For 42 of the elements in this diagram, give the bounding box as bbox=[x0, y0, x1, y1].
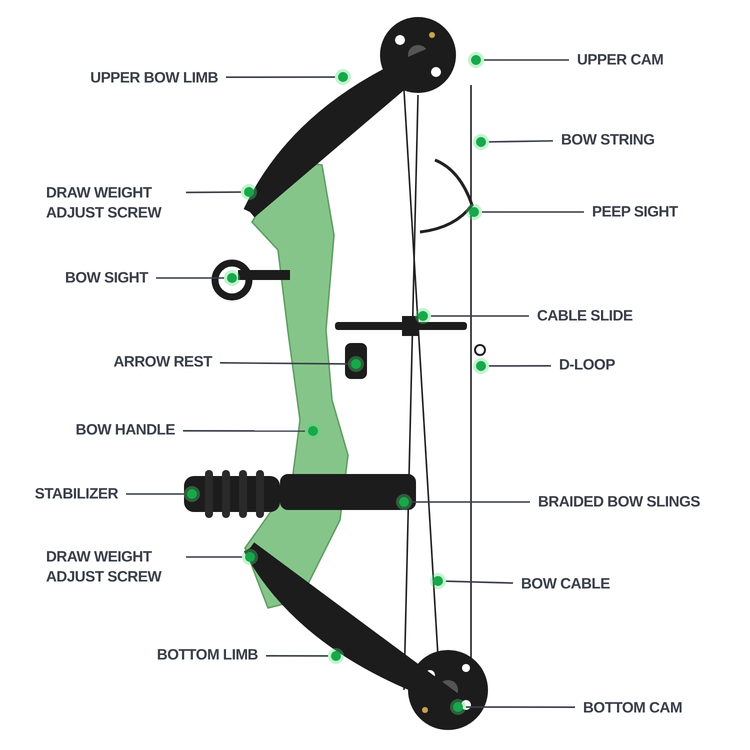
leader-line bbox=[186, 191, 241, 194]
marker-dot bbox=[331, 651, 341, 661]
part-label: BOW HANDLE bbox=[76, 420, 175, 440]
part-label: BRAIDED BOW SLINGS bbox=[538, 492, 700, 512]
leader-line bbox=[126, 493, 184, 495]
part-label: DRAW WEIGHT ADJUST SCREW bbox=[46, 184, 178, 222]
leader-line bbox=[431, 315, 529, 317]
part-label: UPPER CAM bbox=[577, 50, 664, 70]
part-label: BOW SIGHT bbox=[64, 268, 148, 288]
leader-line bbox=[226, 76, 335, 78]
leader-line bbox=[186, 556, 242, 558]
marker-dot bbox=[471, 55, 481, 65]
leader-line bbox=[489, 364, 551, 367]
part-label: BOW STRING bbox=[561, 130, 654, 150]
leader-line bbox=[266, 654, 328, 657]
part-label: PEEP SIGHT bbox=[592, 202, 678, 222]
part-label: DRAW WEIGHT ADJUST SCREW bbox=[46, 548, 178, 586]
part-label: BOTTOM CAM bbox=[583, 698, 682, 718]
part-label: UPPER BOW LIMB bbox=[90, 68, 218, 88]
part-label: BOW CABLE bbox=[521, 574, 610, 594]
leader-line bbox=[220, 362, 348, 365]
leader-line bbox=[482, 211, 584, 213]
part-label: CABLE SLIDE bbox=[537, 306, 633, 326]
marker-dot bbox=[476, 361, 486, 371]
leader-line bbox=[183, 430, 305, 432]
leader-line bbox=[446, 580, 514, 584]
marker-dot bbox=[244, 187, 254, 197]
marker-dot bbox=[227, 273, 237, 283]
part-label: STABILIZER bbox=[34, 484, 118, 504]
leader-line bbox=[484, 59, 569, 61]
leader-line bbox=[488, 140, 554, 143]
leader-line bbox=[412, 501, 530, 503]
part-label: BOTTOM LIMB bbox=[156, 645, 258, 665]
part-label: ARROW REST bbox=[114, 352, 212, 372]
leader-line bbox=[466, 706, 575, 708]
part-label: D-LOOP bbox=[559, 355, 615, 375]
leader-line bbox=[156, 277, 224, 279]
marker-dot bbox=[418, 311, 428, 321]
marker-dot bbox=[433, 576, 443, 586]
marker-dot bbox=[469, 207, 479, 217]
marker-dot bbox=[338, 72, 348, 82]
marker-dot bbox=[476, 137, 486, 147]
